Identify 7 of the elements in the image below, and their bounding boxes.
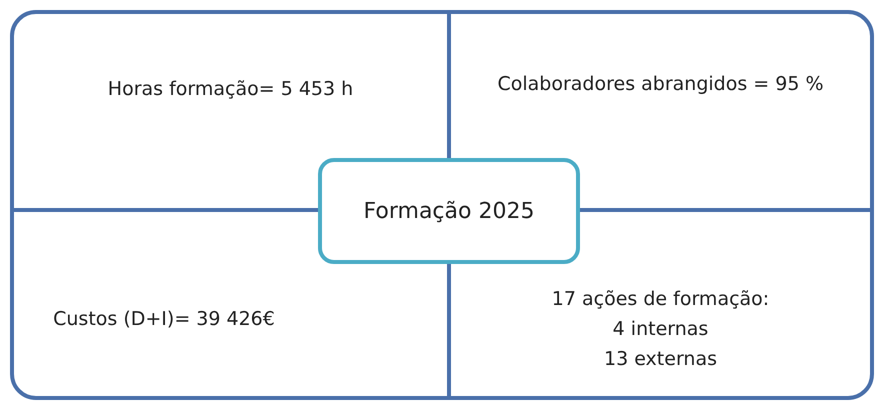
metric-text: 4 internas bbox=[612, 318, 708, 340]
metric-text: Horas formação= 5 453 h bbox=[108, 78, 354, 100]
title-box: Formação 2025 bbox=[318, 158, 580, 264]
metric-text: Colaboradores abrangidos = 95 % bbox=[497, 73, 824, 95]
metric-text: Custos (D+I)= 39 426€ bbox=[53, 308, 275, 330]
metric-text: 13 externas bbox=[604, 348, 718, 370]
metric-text: 17 ações de formação: bbox=[552, 288, 770, 310]
